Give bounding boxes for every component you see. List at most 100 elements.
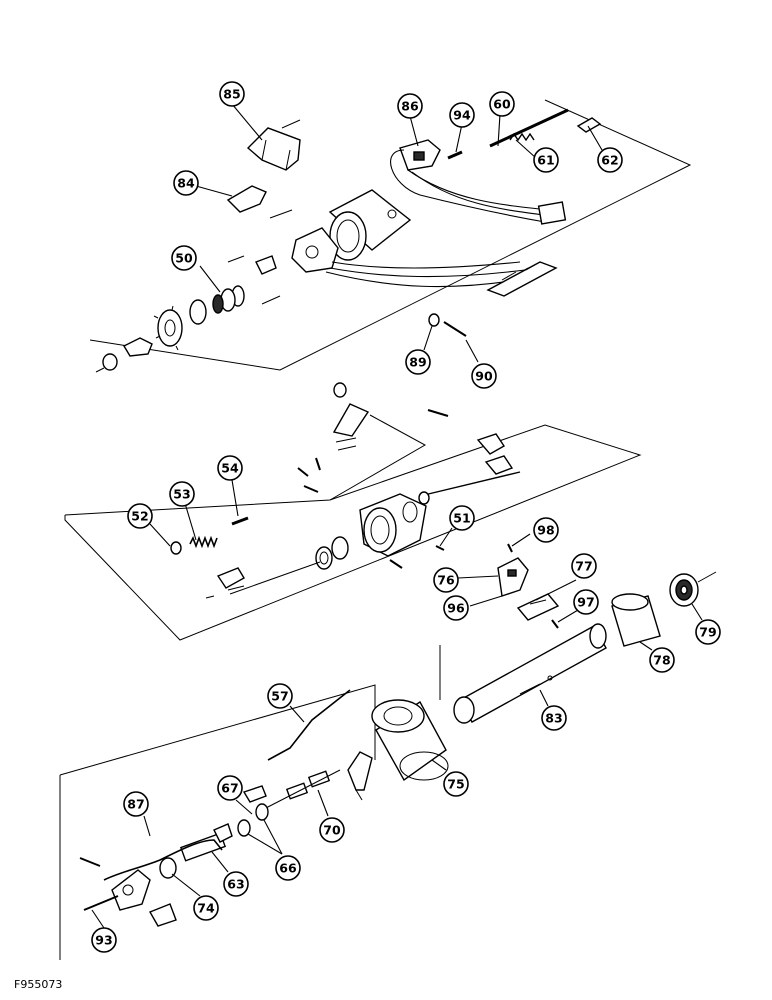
svg-text:85: 85 <box>223 87 240 102</box>
part-70-shaft-coupling <box>261 769 341 811</box>
tilt-housing <box>359 493 427 557</box>
nut <box>102 353 118 371</box>
part-50-bearing-stack <box>189 285 245 325</box>
svg-text:87: 87 <box>127 797 144 812</box>
callout-86: 86 <box>397 93 423 119</box>
column-housing-cylinder <box>328 189 412 261</box>
svg-text:83: 83 <box>545 711 562 726</box>
part-78-sleeve <box>611 593 661 647</box>
svg-text:50: 50 <box>175 251 193 266</box>
part-51-pin <box>435 545 445 551</box>
part-79-bearing <box>669 571 717 607</box>
part-89-washer <box>428 313 440 327</box>
callout-79: 79 <box>695 619 721 645</box>
tilt-lever <box>332 403 370 451</box>
callout-70: 70 <box>319 817 345 843</box>
screw <box>227 255 245 263</box>
callout-62: 62 <box>597 147 623 173</box>
sleeve <box>418 491 430 505</box>
callout-67: 67 <box>217 775 243 801</box>
callout-74: 74 <box>193 895 219 921</box>
callout-51: 51 <box>449 505 475 531</box>
pin <box>297 467 309 477</box>
svg-text:84: 84 <box>177 176 195 191</box>
part-97-screw <box>551 619 559 629</box>
svg-text:96: 96 <box>447 601 465 616</box>
part-85-bracket <box>246 119 301 171</box>
callout-87: 87 <box>123 791 149 817</box>
callout-77: 77 <box>571 553 597 579</box>
release-lever <box>205 561 321 599</box>
svg-text:75: 75 <box>447 777 464 792</box>
svg-text:70: 70 <box>323 823 341 838</box>
pivot-mount <box>79 857 177 927</box>
svg-text:97: 97 <box>577 595 594 610</box>
svg-text:66: 66 <box>279 861 297 876</box>
part-66-bearing <box>237 819 251 837</box>
middle-assembly <box>170 382 717 647</box>
assembly-frames <box>59 99 692 960</box>
part-84-clip <box>226 185 267 213</box>
callout-60: 60 <box>489 91 515 117</box>
part-74-bearing <box>159 857 177 879</box>
part-60-shaft <box>489 108 569 148</box>
callout-50: 50 <box>171 245 197 271</box>
lock-housing <box>291 227 558 297</box>
svg-text:89: 89 <box>409 355 426 370</box>
svg-text:57: 57 <box>271 689 288 704</box>
callout-63: 63 <box>223 871 249 897</box>
svg-text:60: 60 <box>493 97 511 112</box>
svg-text:98: 98 <box>537 523 554 538</box>
part-83-column-jacket <box>453 623 607 724</box>
callout-54: 54 <box>217 455 243 481</box>
part-53-spring <box>189 535 218 549</box>
callout-90: 90 <box>471 363 497 389</box>
part-62-knob <box>576 117 602 133</box>
svg-text:54: 54 <box>221 461 239 476</box>
bearing-ring <box>331 536 349 560</box>
retainer-clip <box>123 337 153 357</box>
callout-84: 84 <box>173 170 199 196</box>
svg-text:93: 93 <box>95 933 112 948</box>
bearing-ring <box>315 546 333 570</box>
part-bracket-small <box>255 255 277 275</box>
mount-bracket <box>347 751 373 801</box>
part-54-bolt <box>231 516 249 526</box>
part-77-switch-actuator <box>516 593 560 621</box>
callout-94: 94 <box>449 102 475 128</box>
part-76-switch <box>497 557 529 597</box>
screw <box>261 295 281 305</box>
callout-76: 76 <box>433 567 459 593</box>
figure-code: F955073 <box>14 978 63 991</box>
callout-61: 61 <box>533 147 559 173</box>
rod-clip <box>242 785 267 803</box>
part-52-cap <box>170 541 182 555</box>
svg-text:78: 78 <box>653 653 670 668</box>
callout-96: 96 <box>443 595 469 621</box>
callout-93: 93 <box>91 927 117 953</box>
part-87-rod <box>103 839 223 881</box>
callout-89: 89 <box>405 349 431 375</box>
svg-text:67: 67 <box>221 781 238 796</box>
pin <box>303 485 319 493</box>
part-98-screw <box>507 543 513 553</box>
part-57-rod <box>267 689 351 761</box>
pin <box>315 457 321 471</box>
callout-83: 83 <box>541 705 567 731</box>
svg-text:86: 86 <box>401 99 419 114</box>
svg-text:74: 74 <box>197 901 215 916</box>
pivot-bracket <box>476 433 505 455</box>
pin <box>427 409 449 417</box>
svg-text:94: 94 <box>453 108 471 123</box>
part-90-pin <box>443 321 467 337</box>
part-75-housing <box>371 699 449 782</box>
top-assembly <box>95 108 602 373</box>
svg-text:77: 77 <box>575 559 592 574</box>
svg-text:53: 53 <box>173 487 190 502</box>
callout-75: 75 <box>443 771 469 797</box>
part-94-pin <box>447 150 463 160</box>
callout-66: 66 <box>275 855 301 881</box>
leader-lines <box>91 103 703 929</box>
callout-57: 57 <box>267 683 293 709</box>
